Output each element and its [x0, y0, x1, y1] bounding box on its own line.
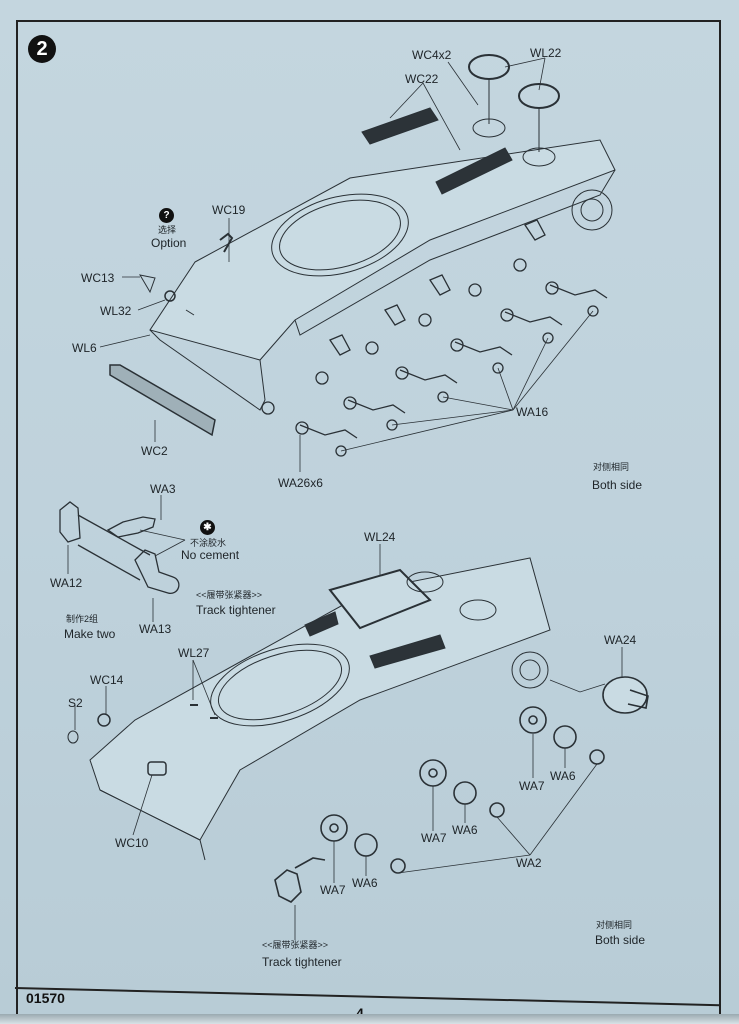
part-label-wc10: WC10 — [115, 836, 149, 850]
option-note-cn: 选择 — [158, 225, 177, 235]
part-label-wl6: WL6 — [72, 341, 97, 355]
part-label-wl22: WL22 — [530, 46, 562, 60]
product-code: 01570 — [26, 990, 65, 1006]
track-tightener-note-en-lower: Track tightener — [262, 955, 342, 969]
make-two-note-en: Make two — [64, 627, 116, 641]
part-label-wl27: WL27 — [178, 646, 210, 660]
part-label-wa26x6: WA26x6 — [278, 476, 323, 490]
step-frame — [16, 20, 721, 1016]
part-label-wc13: WC13 — [81, 271, 115, 285]
part-label-wa6-middle: WA6 — [452, 823, 478, 837]
page-number: 4 — [356, 1005, 364, 1021]
part-label-wc19: WC19 — [212, 203, 246, 217]
no-cement-icon: ✱ — [200, 520, 215, 535]
part-label-wc4x2: WC4x2 — [412, 48, 452, 62]
part-label-wa6-right: WA6 — [550, 769, 576, 783]
both-side-note-cn-lower: 对侧相同 — [596, 920, 633, 930]
both-side-note-cn-upper: 对侧相同 — [593, 462, 630, 472]
part-label-wa12: WA12 — [50, 576, 83, 590]
lower-wheels-drawing — [274, 676, 649, 903]
part-label-wa2: WA2 — [516, 856, 542, 870]
lower-hull-drawing — [67, 557, 551, 861]
part-label-wa7-right: WA7 — [519, 779, 545, 793]
part-label-wa24: WA24 — [604, 633, 637, 647]
track-tightener-note-cn-lower: <<履带张紧器>> — [262, 940, 329, 950]
both-side-note-en-lower: Both side — [595, 933, 646, 947]
part-label-wc14: WC14 — [90, 673, 124, 687]
no-cement-note-cn: 不涂胶水 — [190, 538, 227, 548]
part-label-wa7-middle: WA7 — [421, 831, 447, 845]
both-side-note-en-upper: Both side — [592, 478, 643, 492]
part-label-wa6-left: WA6 — [352, 876, 378, 890]
part-label-wa16: WA16 — [516, 405, 549, 419]
make-two-note-cn: 制作2组 — [66, 614, 99, 624]
no-cement-note-en: No cement — [181, 548, 240, 562]
upper-hull-drawing — [109, 54, 616, 437]
part-label-s2: S2 — [68, 696, 83, 710]
page-edge-shadow — [0, 1014, 739, 1024]
part-label-wc2: WC2 — [141, 444, 168, 458]
option-question-icon: ? — [159, 208, 174, 223]
track-tightener-note-cn-upper: <<履带张紧器>> — [196, 590, 263, 600]
part-label-wa3: WA3 — [150, 482, 176, 496]
step-number-badge: 2 — [28, 35, 56, 63]
leader-lines — [67, 57, 623, 940]
track-tightener-note-en-upper: Track tightener — [196, 603, 276, 617]
part-label-wl32: WL32 — [100, 304, 132, 318]
part-label-wa13: WA13 — [139, 622, 172, 636]
part-label-wl24: WL24 — [364, 530, 396, 544]
part-label-wa7-left: WA7 — [320, 883, 346, 897]
option-note-en: Option — [151, 236, 187, 250]
track-tightener-drawing — [59, 501, 180, 595]
upper-suspension-drawing — [261, 219, 608, 457]
part-label-wc22: WC22 — [405, 72, 439, 86]
